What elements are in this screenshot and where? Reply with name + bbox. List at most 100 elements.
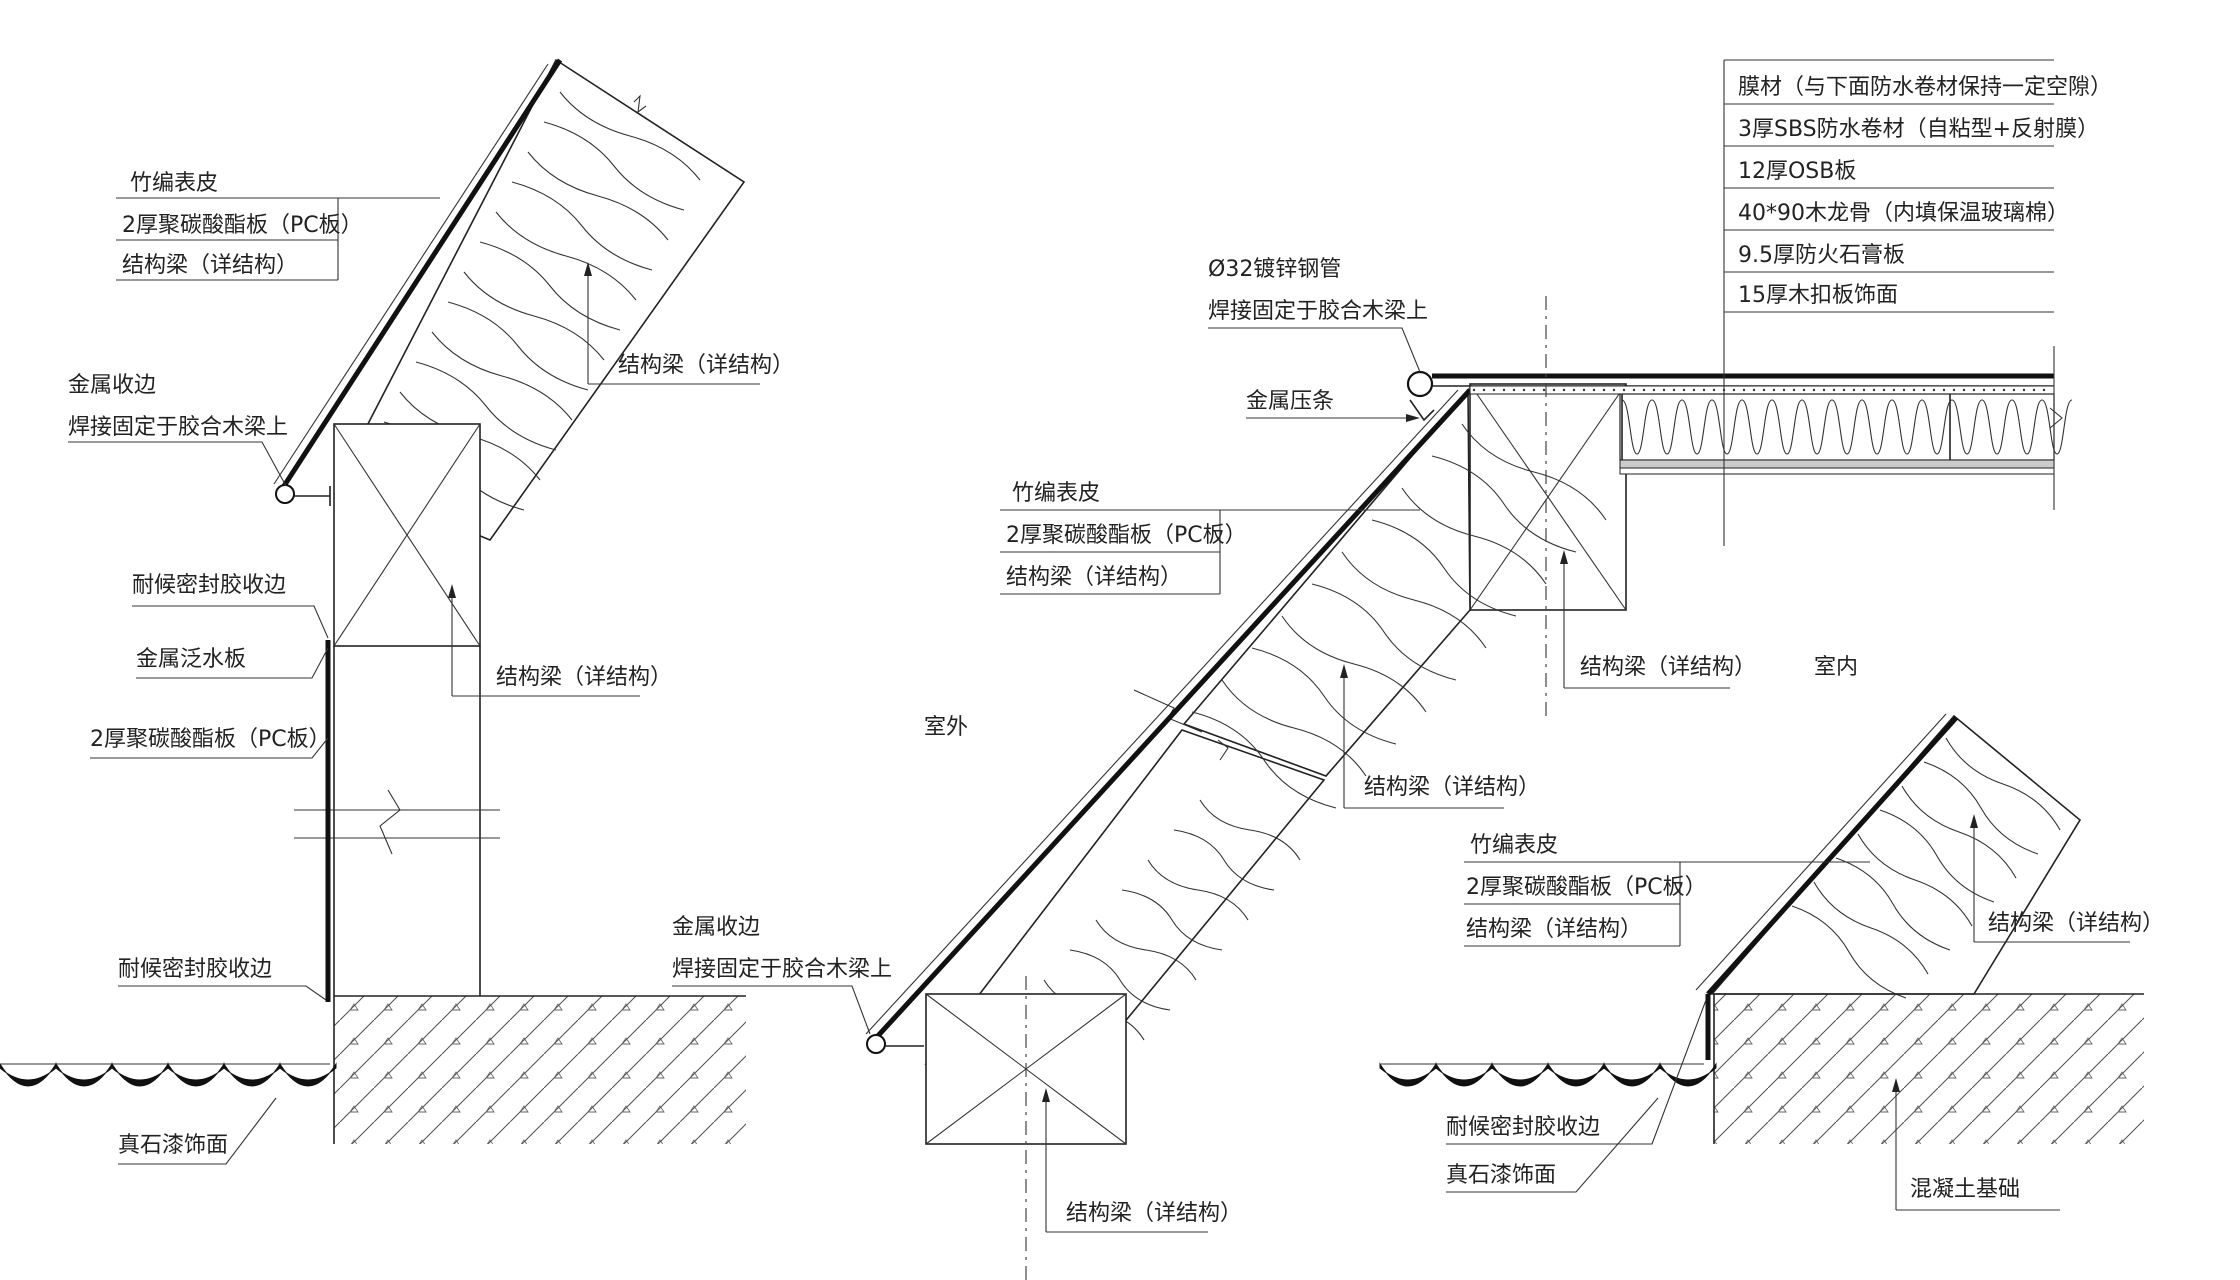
osb-dot <box>1702 388 1706 392</box>
wood-grain-line <box>1791 905 1907 999</box>
wood-grain-line <box>1311 583 1457 681</box>
osb-dot <box>1602 388 1606 392</box>
wood-grain-line <box>1371 519 1517 617</box>
middle-edge-label-2: 焊接固定于胶合木梁上 <box>672 957 892 982</box>
wood-grain-line <box>1147 859 1249 921</box>
roof-insulation <box>1619 393 2055 461</box>
wood-grain-line <box>527 151 669 241</box>
wood-grain-line <box>1191 711 1337 809</box>
osb-dot <box>1952 388 1956 392</box>
right-sealant: 耐候密封胶收边 <box>1446 1115 1600 1140</box>
wood-grain-line <box>1199 799 1301 861</box>
osb-dot <box>1942 388 1946 392</box>
wood-grain-line <box>1945 737 2061 831</box>
left-label-3: 结构梁（详结构） <box>122 253 298 278</box>
middle-pc-skin <box>874 388 1472 1040</box>
osb-dot <box>1882 388 1886 392</box>
wood-grain-line <box>1173 829 1275 891</box>
osb-dot <box>1662 388 1666 392</box>
osb-dot <box>1672 388 1676 392</box>
osb-dot <box>1772 388 1776 392</box>
osb-dot <box>1802 388 1806 392</box>
middle-beam-upper-label: 结构梁（详结构） <box>1580 655 1756 680</box>
left-stone-paint-label: 真石漆饰面 <box>118 1133 228 1158</box>
wood-grain-line <box>463 271 605 361</box>
osb-dot <box>1642 388 1646 392</box>
osb-dot <box>1732 388 1736 392</box>
osb-dot <box>2042 388 2046 392</box>
roof-layer-5: 9.5厚防火石膏板 <box>1738 243 1905 268</box>
osb-dot <box>2022 388 2026 392</box>
osb-dot <box>1482 388 1486 392</box>
middle-pipe-label-1: Ø32镀锌钢管 <box>1208 257 1341 282</box>
middle-edge-label-1: 金属收边 <box>672 915 760 940</box>
right-pc-skin <box>1706 716 1958 996</box>
osb-dot <box>1762 388 1766 392</box>
osb-dot <box>1502 388 1506 392</box>
osb-dot <box>1472 388 1476 392</box>
middle-bottom-pipe <box>866 1034 886 1054</box>
osb-dot <box>1872 388 1876 392</box>
osb-dot <box>1532 388 1536 392</box>
osb-dot <box>1842 388 1846 392</box>
roof-osb <box>1469 385 2055 395</box>
right-beam-label: 结构梁（详结构） <box>1988 911 2164 936</box>
osb-dot <box>1542 388 1546 392</box>
osb-dot <box>1622 388 1626 392</box>
middle-label-1: 竹编表皮 <box>1012 481 1100 506</box>
left-sealant-bottom: 耐候密封胶收边 <box>118 957 272 982</box>
inside-label: 室内 <box>1814 655 1858 680</box>
wood-grain-line <box>559 91 701 181</box>
wood-grain-line <box>1879 809 1995 903</box>
middle-metal-strip: 金属压条 <box>1246 389 1334 414</box>
osb-dot <box>1612 388 1616 392</box>
wood-grain-line <box>1901 785 2017 879</box>
osb-dot <box>1632 388 1636 392</box>
osb-dot <box>1512 388 1516 392</box>
right-label-1: 竹编表皮 <box>1470 833 1558 858</box>
osb-dot <box>1552 388 1556 392</box>
left-flashing: 金属泛水板 <box>136 647 246 672</box>
wood-grain-line <box>1121 889 1223 951</box>
osb-dot <box>1682 388 1686 392</box>
roof-gypsum <box>1619 459 2055 469</box>
wood-grain-line <box>543 121 685 211</box>
wood-grain-line <box>1835 857 1951 951</box>
roof-layer-list: 膜材（与下面防水卷材保持一定空隙） 3厚SBS防水卷材（自粘型+反射膜） 12厚… <box>1723 59 2112 546</box>
roof-wood-panel <box>1619 467 2055 475</box>
wood-grain-line <box>1069 949 1171 1011</box>
middle-beam-grain <box>1017 423 1607 1071</box>
osb-dot <box>1592 388 1596 392</box>
osb-dot <box>1792 388 1796 392</box>
roof-layer-3: 12厚OSB板 <box>1738 159 1856 184</box>
outside-label: 室外 <box>924 715 968 740</box>
wood-grain-line <box>447 301 589 391</box>
osb-dot <box>1782 388 1786 392</box>
osb-dot <box>1922 388 1926 392</box>
roof-layer-6: 15厚木扣板饰面 <box>1738 283 1898 308</box>
wood-grain-line <box>1251 647 1397 745</box>
left-beam-label: 结构梁（详结构） <box>618 353 794 378</box>
osb-dot <box>1972 388 1976 392</box>
wood-grain-line <box>1281 615 1427 713</box>
roof-osb-dots <box>1472 388 2046 392</box>
right-label-2: 2厚聚碳酸酯板（PC板） <box>1466 875 1707 900</box>
wood-grain-line <box>431 331 573 421</box>
osb-dot <box>1862 388 1866 392</box>
wood-grain-line <box>1431 455 1577 553</box>
osb-dot <box>1572 388 1576 392</box>
wood-grain-line <box>415 361 557 451</box>
middle-top-pipe <box>1406 370 1434 398</box>
osb-dot <box>1652 388 1656 392</box>
left-sloped-beam <box>338 58 746 541</box>
osb-dot <box>1812 388 1816 392</box>
left-label-2: 2厚聚碳酸酯板（PC板） <box>122 213 363 238</box>
osb-dot <box>1492 388 1496 392</box>
wood-grain-line <box>495 211 637 301</box>
left-sealant-top: 耐候密封胶收边 <box>132 573 286 598</box>
roof-layer-2: 3厚SBS防水卷材（自粘型+反射膜） <box>1738 117 2099 142</box>
middle-label-3: 结构梁（详结构） <box>1006 565 1182 590</box>
wood-grain-line <box>1857 833 1973 927</box>
left-pc-skin <box>281 58 563 488</box>
middle-pipe-label-2: 焊接固定于胶合木梁上 <box>1208 299 1428 324</box>
